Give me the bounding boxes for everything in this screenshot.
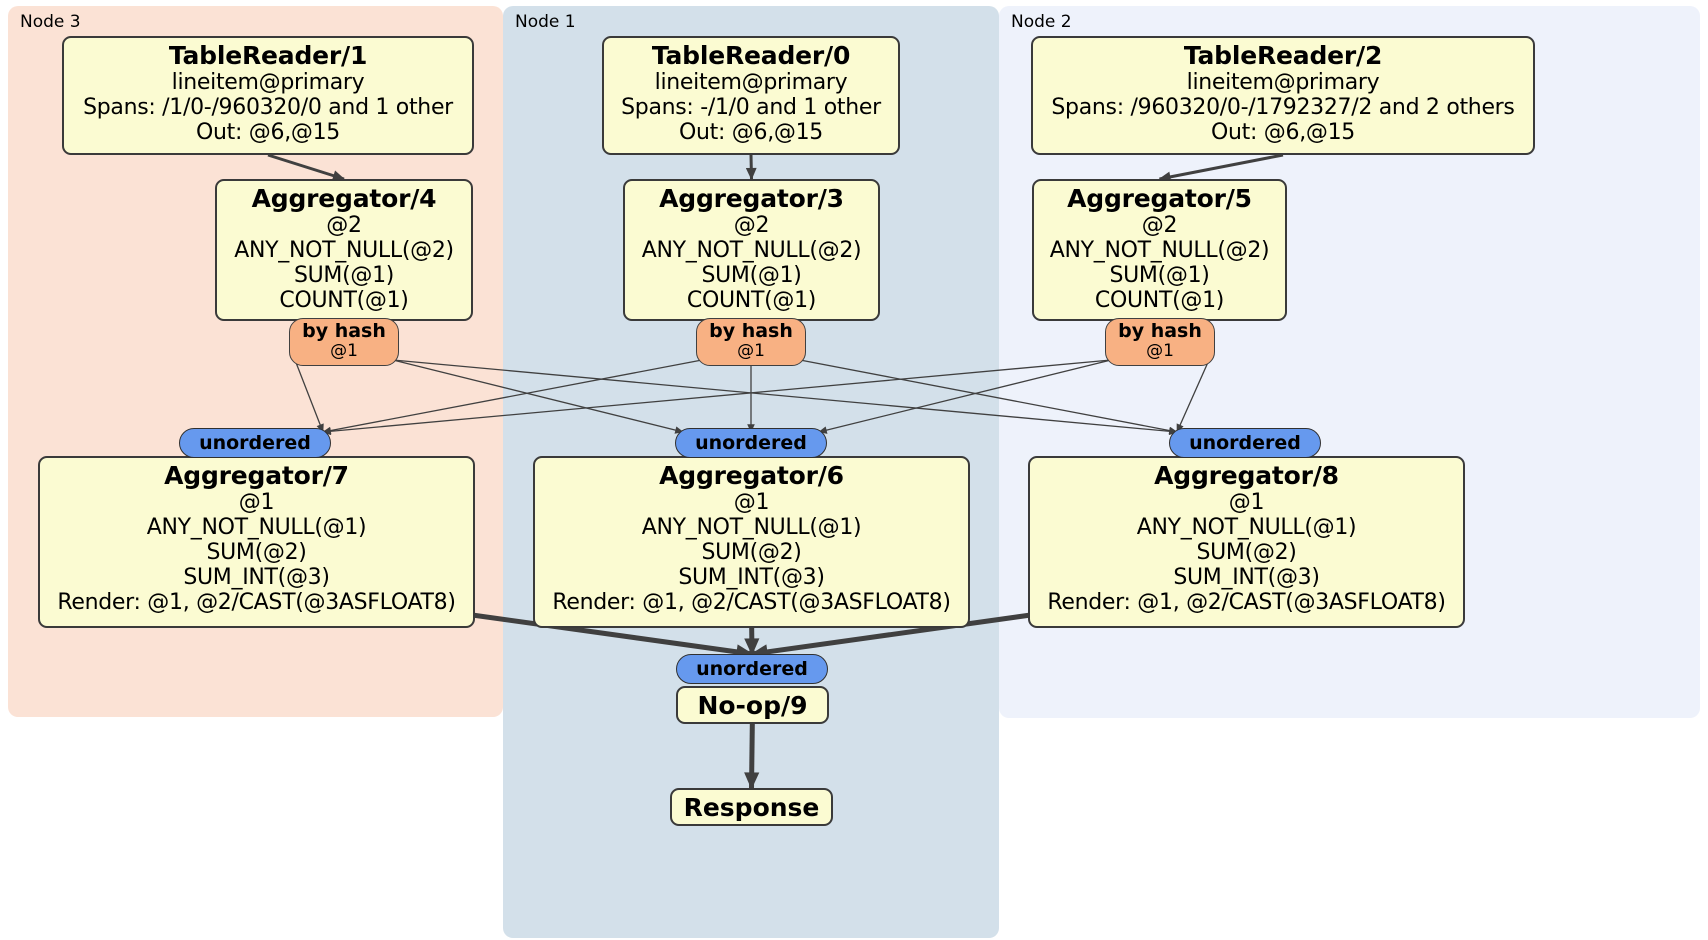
processor-detail-line: SUM(@2) bbox=[701, 539, 802, 565]
processor-detail-line: SUM_INT(@3) bbox=[183, 564, 330, 590]
processor-detail-line: SUM_INT(@3) bbox=[1173, 564, 1320, 590]
unordered-label: unordered bbox=[1189, 432, 1301, 454]
processor-detail-line: ANY_NOT_NULL(@2) bbox=[641, 238, 862, 264]
processor-detail-line: Spans: -/1/0 and 1 other bbox=[621, 95, 881, 121]
processor-detail-line: Render: @1, @2/CAST(@3ASFLOAT8) bbox=[552, 589, 951, 615]
hash-router-label: by hash bbox=[302, 320, 386, 342]
unordered-synchronizer-noop-9[interactable]: unordered bbox=[676, 654, 828, 684]
processor-title: Aggregator/6 bbox=[659, 461, 844, 490]
unordered-label: unordered bbox=[199, 432, 311, 454]
processor-detail-line: COUNT(@1) bbox=[1094, 287, 1225, 313]
hash-router-badge-aggregator-4[interactable]: by hash @1 bbox=[289, 318, 399, 366]
unordered-synchronizer-aggregator-6[interactable]: unordered bbox=[675, 428, 827, 458]
processor-title: No-op/9 bbox=[697, 690, 808, 720]
processor-detail-line: SUM(@1) bbox=[293, 262, 395, 288]
processor-title: TableReader/2 bbox=[1183, 41, 1383, 70]
hash-router-label: by hash bbox=[1118, 320, 1202, 342]
processor-detail-line: @2 bbox=[733, 213, 770, 239]
processor-detail-line: SUM(@2) bbox=[1196, 539, 1297, 565]
processor-detail-line: @1 bbox=[238, 490, 275, 516]
unordered-synchronizer-aggregator-7[interactable]: unordered bbox=[179, 428, 331, 458]
processor-detail-line: SUM_INT(@3) bbox=[678, 564, 825, 590]
processor-detail-line: Spans: /960320/0-/1792327/2 and 2 others bbox=[1051, 95, 1515, 121]
processor-title: TableReader/0 bbox=[651, 41, 851, 70]
unordered-label: unordered bbox=[696, 658, 808, 680]
processor-detail-line: SUM(@1) bbox=[701, 262, 802, 288]
processor-detail-line: SUM(@2) bbox=[206, 539, 307, 565]
processor-detail-line: lineitem@primary bbox=[1186, 70, 1380, 96]
processor-detail-line: @1 bbox=[733, 490, 770, 516]
hash-router-label: by hash bbox=[709, 320, 793, 342]
processor-detail-line: ANY_NOT_NULL(@2) bbox=[234, 238, 454, 264]
processor-detail-line: ANY_NOT_NULL(@1) bbox=[641, 515, 862, 541]
processor-detail-line: Render: @1, @2/CAST(@3ASFLOAT8) bbox=[1047, 589, 1446, 615]
processor-detail-line: ANY_NOT_NULL(@2) bbox=[1049, 238, 1270, 264]
processor-detail-line: @2 bbox=[326, 213, 362, 239]
hash-router-column: @1 bbox=[737, 340, 765, 361]
processor-title: Aggregator/4 bbox=[251, 184, 437, 213]
unordered-label: unordered bbox=[695, 432, 807, 454]
node-panel-label-node3: Node 3 bbox=[20, 12, 81, 32]
processor-title: Aggregator/5 bbox=[1067, 184, 1252, 213]
processor-detail-line: @1 bbox=[1228, 490, 1265, 516]
hash-router-column: @1 bbox=[1146, 340, 1174, 361]
processor-title: Aggregator/3 bbox=[659, 184, 844, 213]
processor-detail-line: lineitem@primary bbox=[171, 70, 365, 96]
node-panel-label-node1: Node 1 bbox=[515, 12, 576, 32]
processor-detail-line: Out: @6,@15 bbox=[1211, 119, 1355, 145]
processor-title: TableReader/1 bbox=[168, 41, 368, 70]
processor-detail-line: COUNT(@1) bbox=[279, 287, 409, 313]
unordered-synchronizer-aggregator-8[interactable]: unordered bbox=[1169, 428, 1321, 458]
processor-detail-line: @2 bbox=[1141, 213, 1178, 239]
processor-detail-line: Render: @1, @2/CAST(@3ASFLOAT8) bbox=[57, 589, 456, 615]
processor-response[interactable]: Response bbox=[670, 788, 833, 826]
processor-detail-line: Out: @6,@15 bbox=[679, 119, 823, 145]
processor-detail-line: ANY_NOT_NULL(@1) bbox=[1136, 515, 1357, 541]
processor-title: Aggregator/7 bbox=[164, 461, 349, 490]
node-panel-label-node2: Node 2 bbox=[1011, 12, 1072, 32]
processor-detail-line: Spans: /1/0-/960320/0 and 1 other bbox=[83, 95, 453, 121]
processor-detail-line: Out: @6,@15 bbox=[196, 119, 340, 145]
processor-noop-9[interactable]: No-op/9 bbox=[676, 686, 829, 724]
processor-detail-line: lineitem@primary bbox=[654, 70, 848, 96]
hash-router-column: @1 bbox=[330, 340, 358, 361]
processor-detail-line: COUNT(@1) bbox=[686, 287, 817, 313]
hash-router-badge-aggregator-5[interactable]: by hash @1 bbox=[1105, 318, 1215, 366]
processor-detail-line: ANY_NOT_NULL(@1) bbox=[146, 515, 367, 541]
hash-router-badge-aggregator-3[interactable]: by hash @1 bbox=[696, 318, 806, 366]
processor-title: Aggregator/8 bbox=[1154, 461, 1339, 490]
processor-title: Response bbox=[683, 792, 820, 822]
processor-detail-line: SUM(@1) bbox=[1109, 262, 1210, 288]
